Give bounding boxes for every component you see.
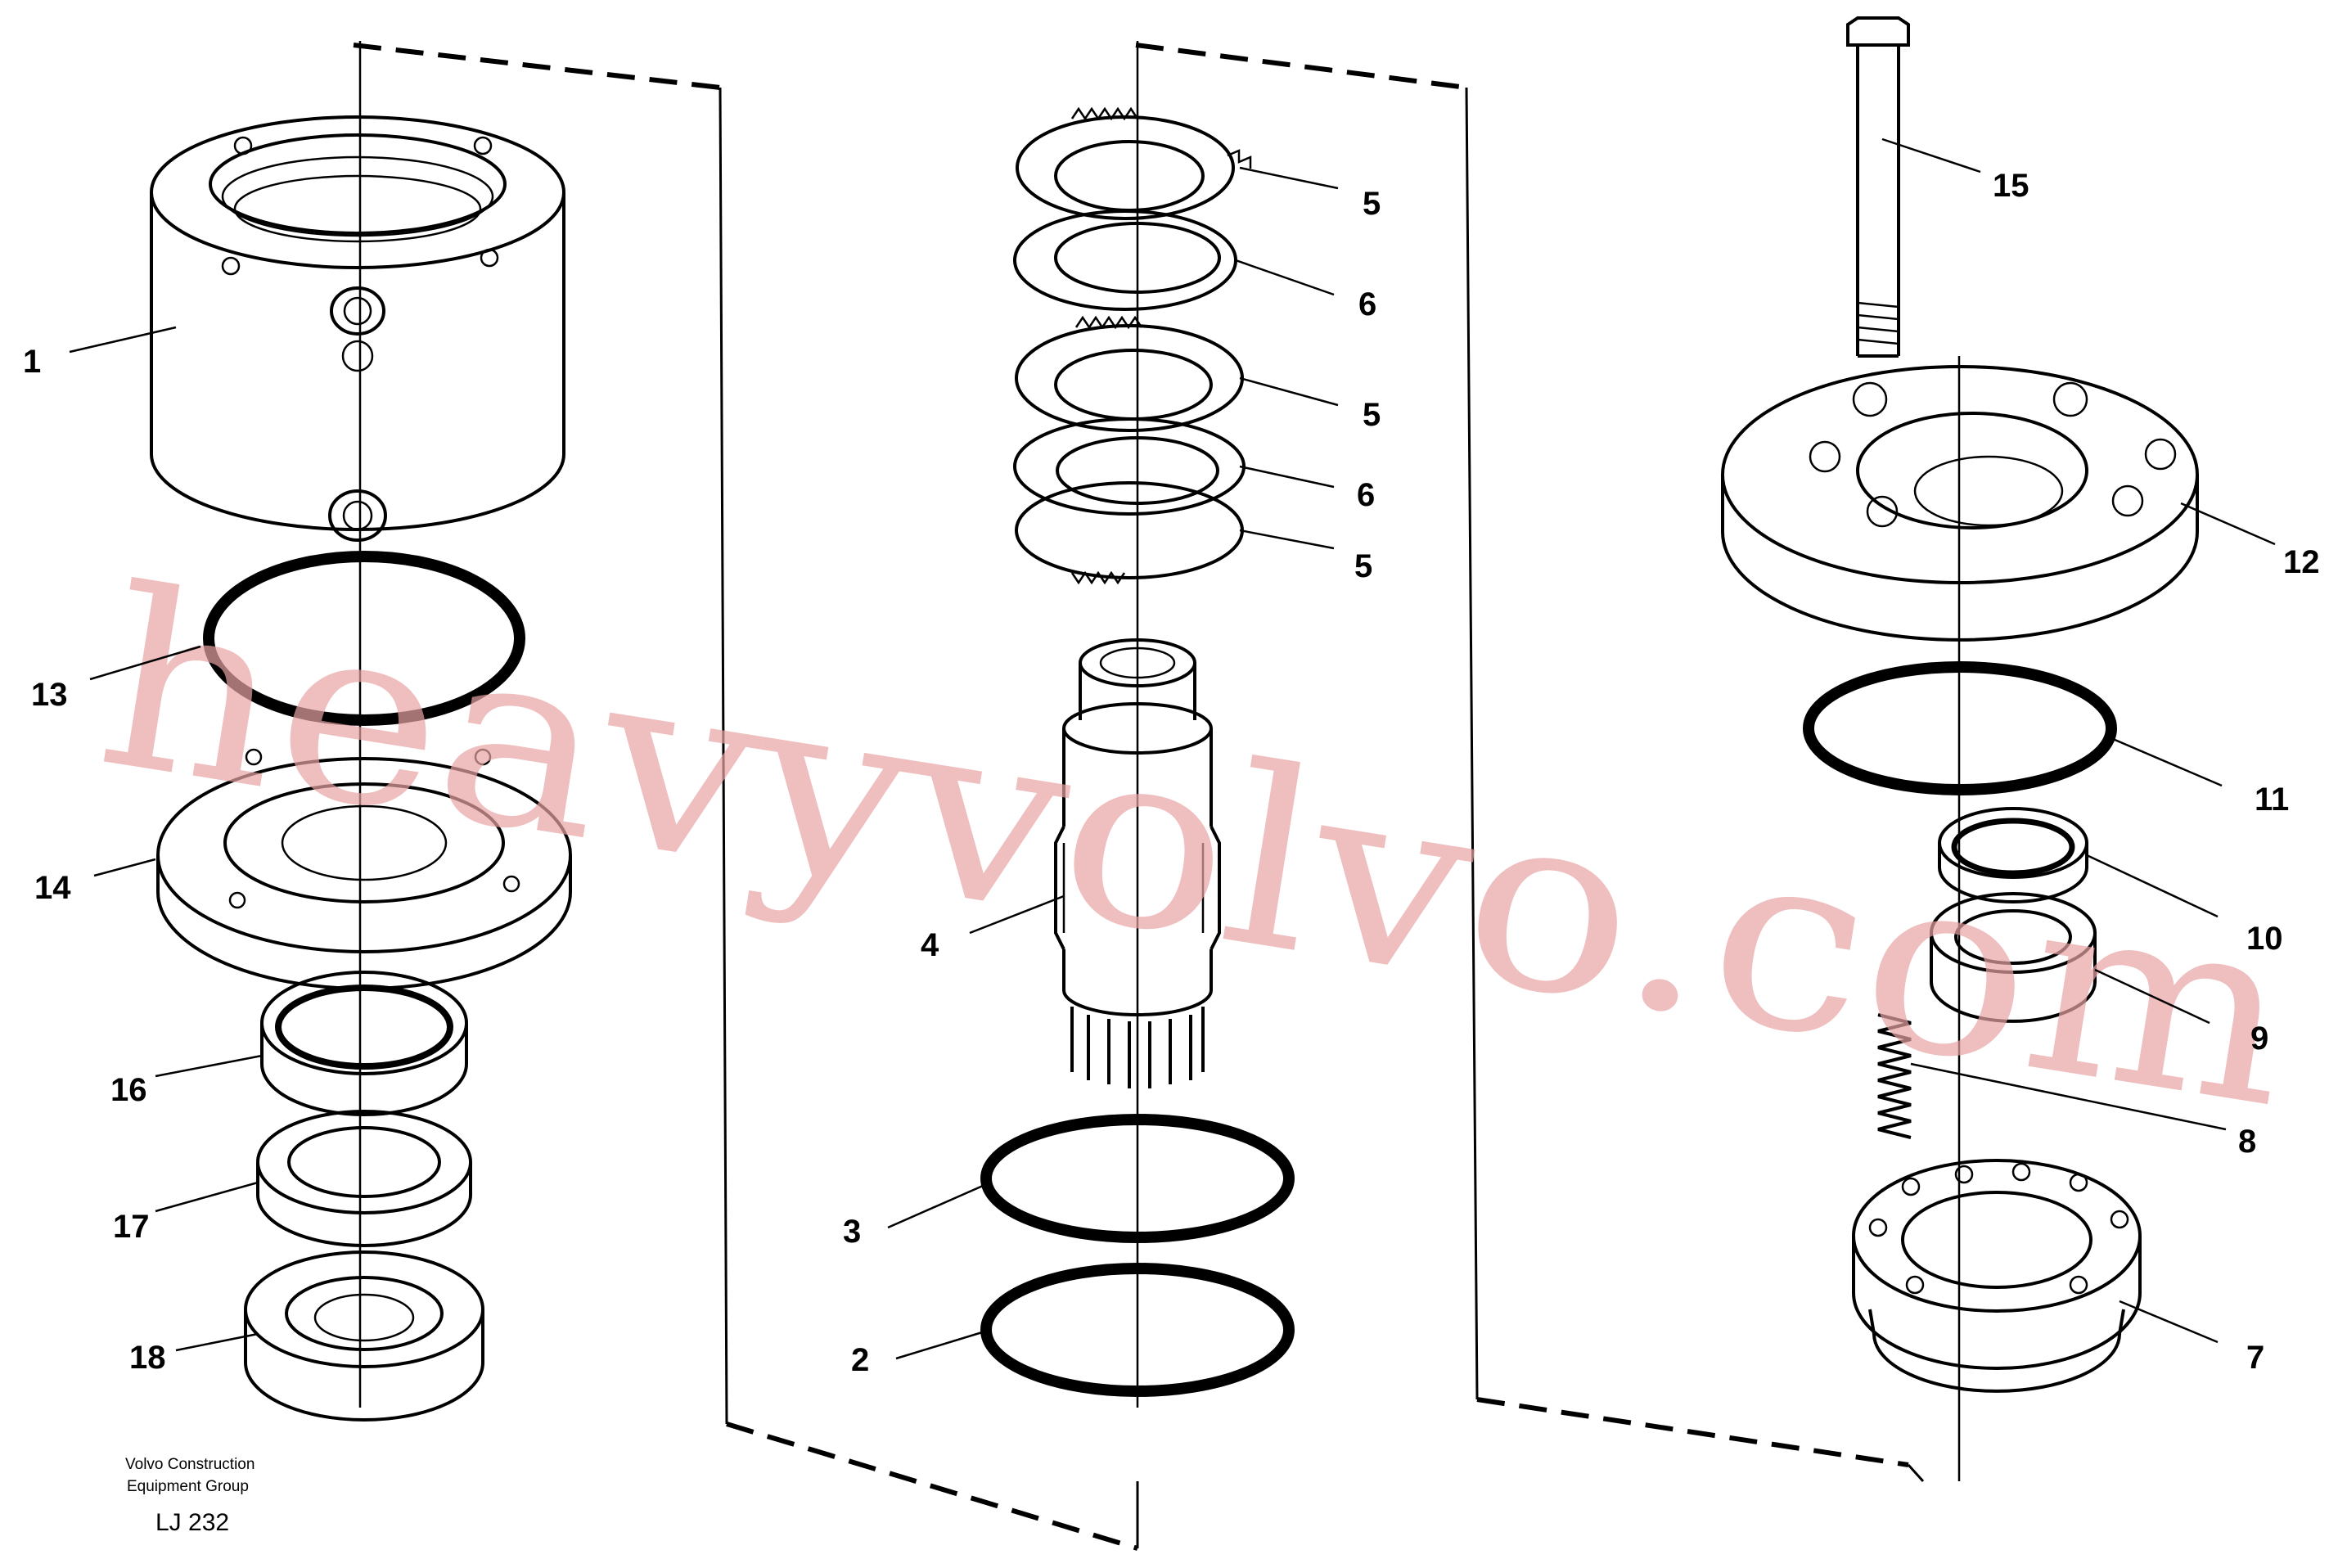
part-18-bearing	[244, 1250, 484, 1422]
callout-10: 10	[2246, 921, 2283, 957]
part-7-carrier	[1852, 1159, 2142, 1393]
callout-15: 15	[1993, 168, 2029, 204]
part-11-o-ring	[1803, 661, 2117, 795]
watermark-text: heavyvolvo.com	[83, 535, 2310, 1163]
part-5-friction-disc-middle	[1015, 315, 1244, 432]
part-13-o-ring	[203, 551, 525, 726]
callout-11: 11	[2255, 782, 2289, 818]
part-3-o-ring	[980, 1114, 1295, 1243]
callout-5-middle: 5	[1363, 397, 1381, 433]
callout-16: 16	[110, 1072, 147, 1108]
footer-company-line1: Volvo Construction	[125, 1456, 255, 1473]
part-12-cover	[1721, 365, 2199, 642]
callout-8: 8	[2238, 1124, 2256, 1160]
part-17-washer	[256, 1110, 472, 1247]
part-2-o-ring	[980, 1263, 1295, 1397]
footer: Volvo Construction Equipment Group LJ 23…	[125, 1456, 255, 1536]
callout-9: 9	[2250, 1021, 2268, 1057]
part-8-spring	[1877, 1013, 1912, 1139]
callout-18: 18	[129, 1340, 166, 1376]
callout-13: 13	[31, 677, 68, 713]
callout-6-middle: 6	[1357, 477, 1375, 513]
part-6-separator-plate-top	[1013, 210, 1237, 311]
part-5-friction-disc-bottom	[1015, 481, 1244, 585]
leader-lines	[69, 137, 2276, 1360]
part-10-seal	[1938, 807, 2088, 903]
watermark: heavyvolvo.com	[83, 535, 2310, 1163]
callout-1: 1	[23, 344, 41, 380]
callout-5-bottom: 5	[1354, 548, 1372, 584]
assembly-frame-lines	[353, 43, 1925, 1551]
callout-2: 2	[851, 1342, 869, 1378]
callout-labels: 1 13 14 16 17 18 5 6 5 6 5 4 3 2 15 12 1…	[23, 168, 2320, 1378]
footer-company-line2: Equipment Group	[127, 1478, 249, 1495]
part-5-friction-disc-top	[1016, 106, 1252, 220]
callout-5-top: 5	[1363, 186, 1381, 222]
part-15-bolt	[1846, 16, 1910, 358]
part-16-seal	[260, 971, 468, 1116]
footer-drawing-code: LJ 232	[155, 1509, 229, 1536]
callout-4: 4	[921, 927, 939, 963]
callout-3: 3	[843, 1214, 861, 1250]
callout-6-top: 6	[1358, 286, 1376, 322]
part-9-bearing	[1930, 892, 2097, 1023]
callout-12: 12	[2283, 544, 2320, 580]
part-1-housing	[150, 115, 565, 542]
part-4-drive-shaft	[1054, 638, 1221, 1088]
part-6-separator-plate-middle	[1013, 417, 1246, 516]
callout-7: 7	[2246, 1340, 2264, 1376]
callout-14: 14	[34, 870, 71, 906]
callout-17: 17	[113, 1209, 150, 1245]
